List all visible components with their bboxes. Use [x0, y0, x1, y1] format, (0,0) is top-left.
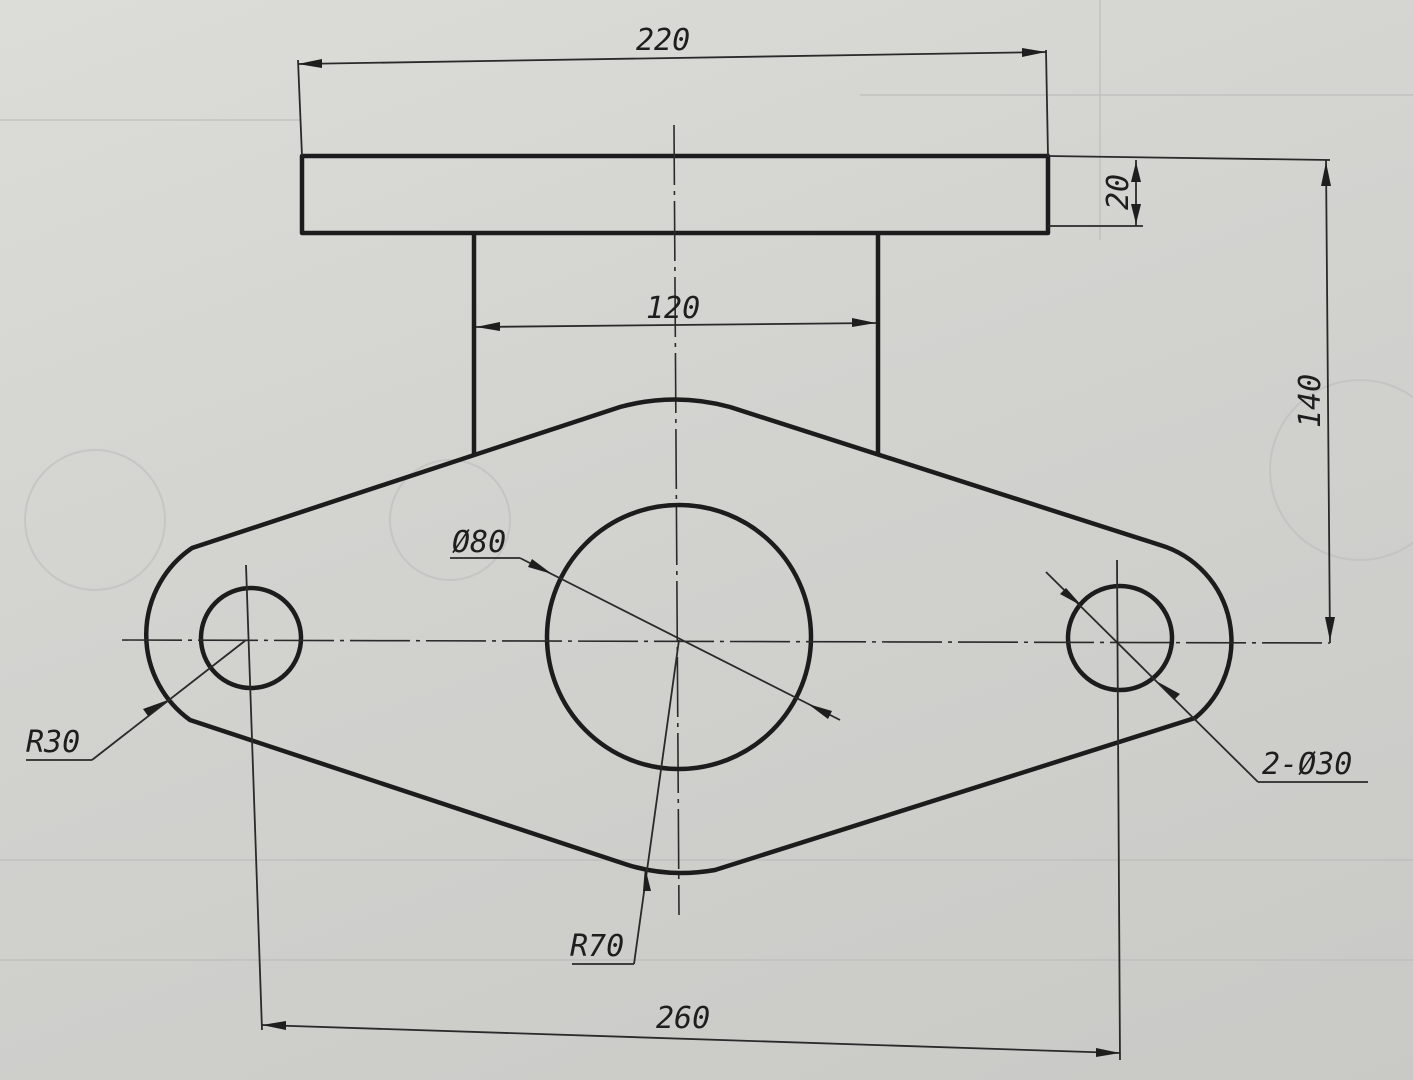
dim-20-label: 20 [1101, 174, 1136, 210]
dim-140: 140 [1293, 159, 1335, 644]
dim-260: 260 [261, 1001, 1121, 1057]
right-hole [1065, 583, 1175, 693]
dim-220: 220 [297, 23, 1049, 157]
dim-2phi30: 2-Ø30 [1045, 571, 1368, 783]
dim-120: 120 [475, 291, 877, 331]
left-hole [198, 585, 304, 691]
dimensions: 220 20 120 140 [26, 23, 1368, 1057]
center-hole [544, 502, 814, 772]
dim-260-label: 260 [656, 1001, 710, 1036]
dim-r30-label: R30 [26, 725, 80, 760]
vertical-centerline [673, 124, 680, 916]
dim-20: 20 [1047, 155, 1331, 227]
dim-140-label: 140 [1293, 374, 1328, 428]
horizontal-centerline [121, 639, 1331, 644]
paper-bleed-through [0, 0, 1413, 961]
dim-r70: R70 [570, 639, 680, 965]
dim-phi80: Ø80 [450, 525, 841, 721]
dim-r70-label: R70 [570, 929, 624, 964]
dim-2phi30-label: 2-Ø30 [1262, 747, 1352, 782]
left-hole-centerline [245, 564, 263, 1031]
dim-phi80-label: Ø80 [452, 525, 506, 560]
dim-220-label: 220 [636, 23, 690, 58]
dim-r30: R30 [26, 639, 247, 761]
right-hole-centerline [1116, 559, 1121, 1061]
front-view [299, 124, 1051, 916]
dim-120-label: 120 [646, 291, 700, 326]
